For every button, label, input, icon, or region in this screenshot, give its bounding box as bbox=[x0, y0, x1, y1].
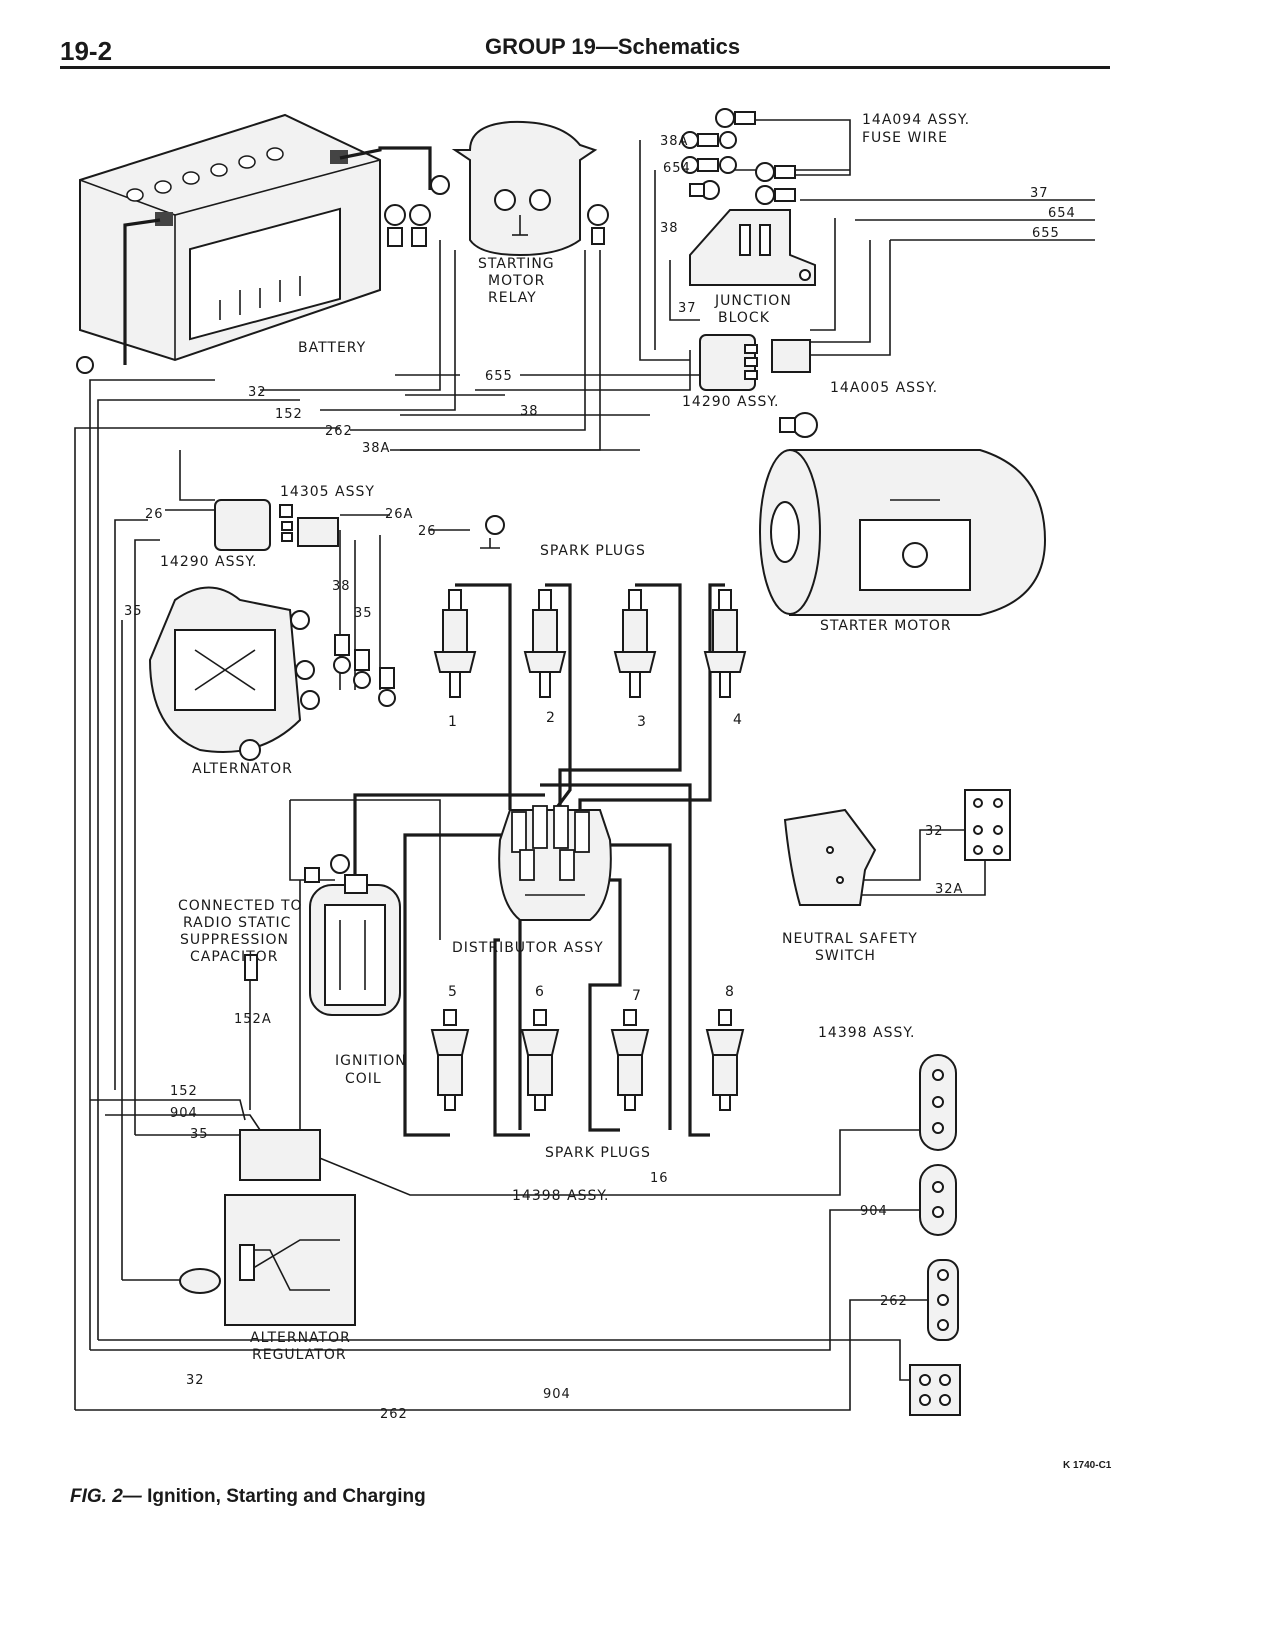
starting-motor-relay bbox=[384, 120, 609, 257]
page-header: 19-2 GROUP 19—Schematics bbox=[60, 30, 1110, 70]
label-neutral-2: SWITCH bbox=[815, 948, 876, 964]
label-distributor: DISTRIBUTOR ASSY bbox=[452, 940, 604, 956]
wire-262-top: 262 bbox=[325, 424, 353, 439]
page-number: 19-2 bbox=[60, 36, 113, 66]
wire-904-bottom: 904 bbox=[543, 1387, 571, 1402]
wire-152A: 152A bbox=[234, 1012, 272, 1027]
plug-number-1: 1 bbox=[448, 714, 458, 730]
label-capacitor-2: RADIO STATIC bbox=[183, 915, 291, 931]
label-fuse-wire-1: 14A094 ASSY. bbox=[862, 112, 970, 128]
label-spark-plugs-top: SPARK PLUGS bbox=[540, 543, 646, 559]
wire-152-bottom: 152 bbox=[170, 1084, 198, 1099]
label-capacitor-1: CONNECTED TO bbox=[178, 898, 303, 914]
wiring-lines bbox=[74, 119, 1095, 1411]
label-regulator-1: ALTERNATOR bbox=[250, 1330, 351, 1346]
wire-152-top: 152 bbox=[275, 407, 303, 422]
starter-motor bbox=[759, 412, 1047, 616]
label-neutral-1: NEUTRAL SAFETY bbox=[782, 931, 918, 947]
distributor bbox=[498, 805, 612, 921]
wire-262-bottom: 262 bbox=[380, 1407, 408, 1422]
neutral-safety-switch bbox=[783, 789, 1011, 906]
label-spark-plugs-bottom: SPARK PLUGS bbox=[545, 1145, 651, 1161]
figure-caption-text: Ignition, Starting and Charging bbox=[147, 1486, 426, 1507]
wire-38-relay: 38 bbox=[660, 221, 679, 236]
wire-655-mid: 655 bbox=[485, 369, 513, 384]
wire-16: 16 bbox=[650, 1171, 669, 1186]
header-rule bbox=[60, 66, 1110, 69]
plug-number-3: 3 bbox=[637, 714, 647, 730]
label-14a005: 14A005 ASSY. bbox=[830, 380, 938, 396]
label-junction-1: JUNCTION bbox=[714, 293, 792, 309]
plug-number-5: 5 bbox=[448, 984, 458, 1000]
wire-numbers: 38A 654 38 37 37 654 655 655 32 152 38 2… bbox=[124, 134, 1076, 1422]
wire-32-top: 32 bbox=[248, 385, 267, 400]
wire-38-mid: 38 bbox=[520, 404, 539, 419]
wire-32A-neutral: 32A bbox=[935, 882, 963, 897]
label-14398-bottom: 14398 ASSY. bbox=[512, 1188, 610, 1204]
wire-655-right: 655 bbox=[1032, 226, 1060, 241]
junction-block bbox=[689, 209, 816, 286]
page-title: GROUP 19—Schematics bbox=[485, 34, 741, 59]
right-connectors bbox=[909, 1054, 961, 1416]
plug-number-6: 6 bbox=[535, 984, 545, 1000]
fuse-wire-connectors bbox=[681, 108, 796, 205]
wire-904-bottom-left: 904 bbox=[170, 1106, 198, 1121]
wire-32-bottom: 32 bbox=[186, 1373, 205, 1388]
label-relay-2: MOTOR bbox=[488, 273, 545, 289]
label-ignition-2: COIL bbox=[345, 1071, 382, 1087]
wire-37-junction: 37 bbox=[678, 301, 697, 316]
wire-38-alternator: 38 bbox=[332, 579, 351, 594]
figure-caption: FIG. 2— Ignition, Starting and Charging bbox=[70, 1486, 426, 1508]
wire-26-ground: 26 bbox=[418, 524, 437, 539]
capacitor bbox=[244, 954, 258, 981]
plug-number-8: 8 bbox=[725, 984, 735, 1000]
label-14398-right: 14398 ASSY. bbox=[818, 1025, 916, 1041]
ignition-coil bbox=[304, 854, 401, 1016]
label-alternator: ALTERNATOR bbox=[192, 761, 293, 777]
wire-262-right: 262 bbox=[880, 1294, 908, 1309]
wire-26-left: 26 bbox=[145, 507, 164, 522]
wire-654-top: 654 bbox=[663, 161, 691, 176]
alternator bbox=[148, 586, 396, 761]
plug-number-7: 7 bbox=[632, 988, 642, 1004]
label-fuse-wire-2: FUSE WIRE bbox=[862, 130, 948, 146]
wire-38A-mid: 38A bbox=[362, 441, 390, 456]
wire-654-right: 654 bbox=[1048, 206, 1076, 221]
plug-number-2: 2 bbox=[546, 710, 556, 726]
label-starter-motor: STARTER MOTOR bbox=[820, 618, 952, 634]
connector-14290-top bbox=[699, 334, 811, 391]
alternator-regulator bbox=[179, 1129, 356, 1326]
label-ignition-1: IGNITION bbox=[335, 1053, 407, 1069]
wire-37-right: 37 bbox=[1030, 186, 1049, 201]
label-capacitor-4: CAPACITOR bbox=[190, 949, 278, 965]
label-relay-1: STARTING bbox=[478, 256, 555, 272]
label-14290-top: 14290 ASSY. bbox=[682, 394, 780, 410]
label-14305: 14305 ASSY bbox=[280, 484, 375, 500]
wire-904-right: 904 bbox=[860, 1204, 888, 1219]
connector-14290-left bbox=[214, 499, 505, 551]
label-junction-2: BLOCK bbox=[718, 310, 770, 326]
figure-code: K 1740-C1 bbox=[1063, 1460, 1112, 1471]
wire-38A-top: 38A bbox=[660, 134, 688, 149]
wire-35-alternator: 35 bbox=[354, 606, 373, 621]
figure-label: FIG. 2— bbox=[70, 1486, 142, 1507]
wire-35-bottom: 35 bbox=[190, 1127, 209, 1142]
spark-plugs-bottom bbox=[430, 1009, 745, 1111]
wire-26A: 26A bbox=[385, 507, 413, 522]
label-capacitor-3: SUPPRESSION bbox=[180, 932, 289, 948]
plug-number-4: 4 bbox=[733, 712, 743, 728]
label-14290-left: 14290 ASSY. bbox=[160, 554, 258, 570]
label-relay-3: RELAY bbox=[488, 290, 537, 306]
label-battery: BATTERY bbox=[298, 340, 366, 356]
wire-35-left: 35 bbox=[124, 604, 143, 619]
battery bbox=[76, 113, 432, 374]
spark-plugs-top bbox=[433, 589, 747, 698]
label-regulator-2: REGULATOR bbox=[252, 1347, 347, 1363]
wire-32-neutral: 32 bbox=[925, 824, 944, 839]
